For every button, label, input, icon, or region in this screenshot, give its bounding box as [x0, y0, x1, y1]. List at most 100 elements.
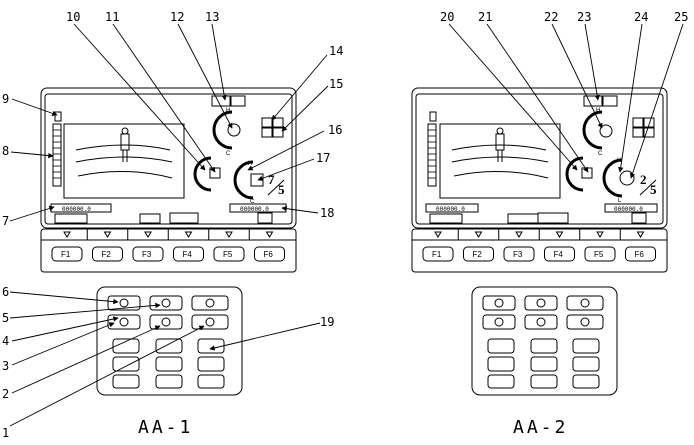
function-key-f1[interactable]	[422, 246, 454, 262]
fkey-marker	[225, 231, 233, 238]
key[interactable]	[530, 374, 558, 389]
switch[interactable]	[482, 314, 516, 330]
key[interactable]	[197, 374, 225, 389]
oil-temp-gauge	[233, 160, 254, 200]
switch-6[interactable]	[107, 295, 141, 311]
fkey-marker	[474, 231, 483, 238]
tab-icon-left	[211, 95, 231, 107]
key[interactable]	[197, 338, 225, 354]
key[interactable]	[112, 338, 140, 354]
callout-number-21: 21	[478, 10, 492, 24]
function-key-label: F4	[183, 250, 193, 259]
function-key-f4[interactable]	[173, 246, 204, 262]
key[interactable]	[572, 374, 600, 389]
gauge-mark-high-16: H	[248, 161, 252, 167]
switch[interactable]	[524, 314, 558, 330]
callout-number-20: 20	[440, 10, 454, 24]
callout-number-8: 8	[2, 144, 9, 158]
key[interactable]	[112, 374, 140, 389]
callout-number-17: 17	[316, 151, 330, 165]
hours-value-2: 000000.0	[614, 206, 643, 213]
hour-meter-display-2	[604, 203, 658, 213]
function-key-f5[interactable]	[213, 246, 245, 262]
callout-number-11: 11	[105, 10, 119, 24]
callout-number-15: 15	[329, 77, 343, 91]
switch-2[interactable]	[191, 314, 229, 330]
fraction-top: 7	[268, 172, 275, 187]
callout-number-22: 22	[544, 10, 558, 24]
switch-5[interactable]	[149, 295, 183, 311]
function-key-label: F5	[594, 250, 604, 259]
switch-4[interactable]	[107, 314, 141, 330]
callout-number-7: 7	[2, 214, 9, 228]
key[interactable]	[572, 338, 600, 354]
callout-number-1: 1	[2, 426, 9, 440]
engine-speed-gauge	[582, 110, 603, 150]
camera-view-2	[439, 123, 561, 199]
callout-number-9: 9	[2, 92, 9, 106]
switch-panel-aa2	[471, 286, 618, 396]
function-key-label: F6	[635, 250, 645, 259]
gauge-mark-low-16: C	[250, 199, 255, 205]
fuel-icon	[54, 111, 62, 122]
gauge-mark-high-2: H	[596, 108, 600, 114]
function-key-f5[interactable]	[584, 246, 616, 262]
function-key-f3[interactable]	[503, 246, 535, 262]
switch-3[interactable]	[149, 314, 183, 330]
callout-number-6: 6	[2, 285, 9, 299]
fkey-marker	[265, 231, 274, 238]
function-key-f2[interactable]	[92, 246, 123, 262]
fraction-bottom: 5	[278, 182, 285, 197]
key[interactable]	[155, 374, 183, 389]
key[interactable]	[487, 338, 515, 354]
key[interactable]	[197, 356, 225, 372]
leader-lines	[9, 23, 684, 427]
function-key-f6[interactable]	[254, 246, 285, 262]
function-key-f1[interactable]	[51, 246, 83, 262]
coolant-temp-gauge	[212, 110, 233, 150]
function-key-f6[interactable]	[625, 246, 656, 262]
callout-number-16: 16	[328, 123, 342, 137]
function-key-label: F4	[554, 250, 564, 259]
function-key-f2[interactable]	[463, 246, 494, 262]
callout-number-13: 13	[205, 10, 219, 24]
key[interactable]	[155, 338, 183, 354]
function-key-f3[interactable]	[132, 246, 164, 262]
clock-display-2	[425, 203, 479, 213]
gauge-mark-low: C	[226, 151, 231, 157]
camera-view	[63, 123, 185, 199]
fkey-marker	[555, 231, 564, 238]
fkey-marker	[184, 231, 193, 238]
callout-number-4: 4	[2, 334, 9, 348]
function-key-f4[interactable]	[544, 246, 575, 262]
key[interactable]	[530, 356, 558, 372]
function-key-label: F5	[223, 250, 233, 259]
switch[interactable]	[524, 295, 558, 311]
switch[interactable]	[566, 295, 604, 311]
switch-panel-aa1	[96, 286, 243, 396]
caption-aa2: AA-2	[513, 417, 568, 438]
key[interactable]	[572, 356, 600, 372]
caption-aa1: AA-1	[138, 417, 193, 438]
clock-value: 000000.0	[62, 206, 91, 213]
fkey-marker	[636, 231, 645, 238]
switch[interactable]	[482, 295, 516, 311]
fkey-marker	[515, 231, 523, 238]
callout-number-5: 5	[2, 311, 9, 325]
key[interactable]	[530, 338, 558, 354]
left-status-box	[54, 213, 88, 224]
callout-number-14: 14	[329, 44, 343, 58]
gauge-mark-low-2: C	[598, 151, 603, 157]
person-icon	[121, 127, 129, 135]
function-key-label: F1	[61, 250, 71, 259]
key[interactable]	[487, 356, 515, 372]
switch[interactable]	[566, 314, 604, 330]
key[interactable]	[155, 356, 183, 372]
key[interactable]	[487, 374, 515, 389]
fkey-marker	[434, 231, 442, 238]
switch-travel[interactable]	[191, 295, 229, 311]
key[interactable]	[112, 356, 140, 372]
